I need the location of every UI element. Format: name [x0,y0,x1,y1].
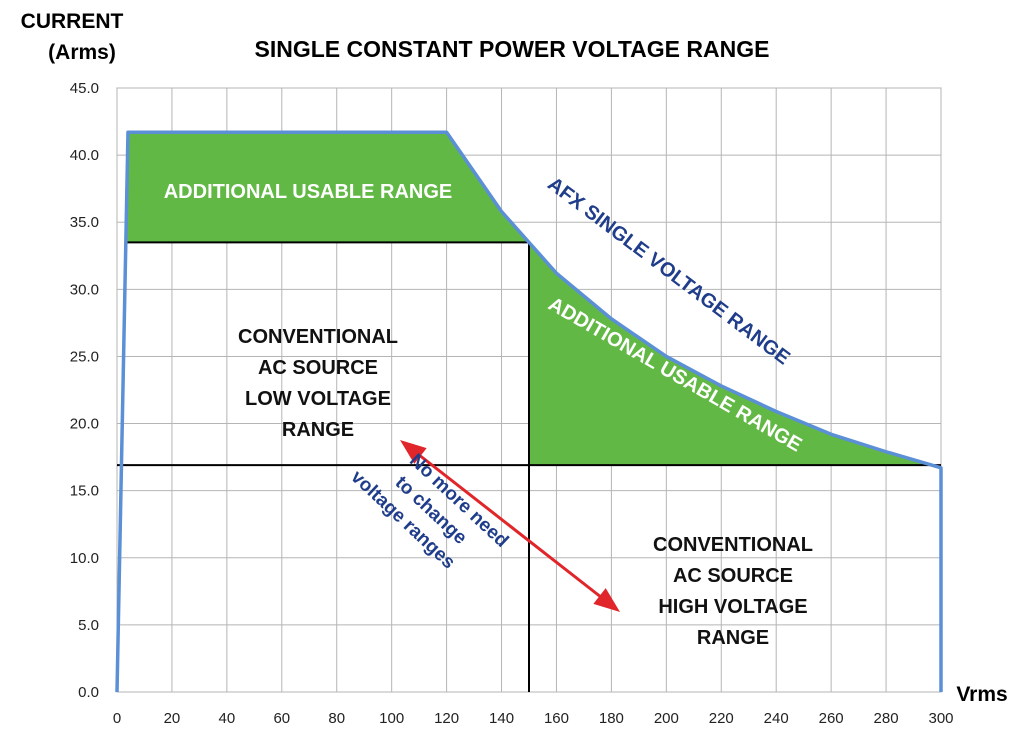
arrows [400,440,620,612]
conventional-range-lines [117,241,941,692]
low-voltage-range-label: CONVENTIONAL AC SOURCE LOW VOLTAGE RANGE [238,326,398,441]
x-tick-label: 280 [874,710,899,727]
y-tick-label: 20.0 [70,416,99,433]
x-tick-label: 160 [544,710,569,727]
y-tick-label: 35.0 [70,214,99,231]
usable-range-fill-right [529,242,941,468]
y-tick-label: 15.0 [70,483,99,500]
x-tick-label: 60 [273,710,290,727]
low-range-line-1: CONVENTIONAL [238,326,398,348]
y-tick-label: 0.0 [78,684,99,701]
x-axis-label: Vrms [956,683,1007,706]
x-tick-label: 240 [764,710,789,727]
high-voltage-range-label: CONVENTIONAL AC SOURCE HIGH VOLTAGE RANG… [653,534,813,649]
x-tick-label: 80 [328,710,345,727]
chart-title: SINGLE CONSTANT POWER VOLTAGE RANGE [255,36,770,62]
arrow-head-end [593,588,620,612]
y-tick-label: 30.0 [70,281,99,298]
additional-range-top-label: ADDITIONAL USABLE RANGE [164,181,453,203]
series-lines [115,130,943,693]
high-range-line-1: CONVENTIONAL [653,534,813,556]
high-range-line-2: AC SOURCE [673,565,793,587]
low-range-line-4: RANGE [282,419,354,441]
x-tick-label: 300 [928,710,953,727]
low-range-line-2: AC SOURCE [258,357,378,379]
high-range-line-3: HIGH VOLTAGE [658,596,807,618]
x-tick-label: 100 [379,710,404,727]
arrow-head-start [400,440,427,464]
usable-range-fills [125,132,941,468]
y-tick-label: 10.0 [70,550,99,567]
y-tick-label: 5.0 [78,617,99,634]
tick-labels: 0 20 40 60 80 100 120 140 160 180 200 220 240 260 280 3… [70,80,954,727]
x-tick-label: 260 [819,710,844,727]
y-axis-label: CURRENT [21,10,124,33]
x-tick-label: 220 [709,710,734,727]
low-range-line-3: LOW VOLTAGE [245,388,391,410]
x-tick-label: 20 [164,710,181,727]
x-tick-label: 180 [599,710,624,727]
x-tick-label: 0 [113,710,121,727]
x-tick-label: 140 [489,710,514,727]
y-tick-label: 40.0 [70,147,99,164]
x-tick-label: 200 [654,710,679,727]
afx-series-line [115,130,943,693]
y-tick-label: 45.0 [70,80,99,97]
x-tick-label: 40 [219,710,236,727]
arrow-shaft [413,449,607,603]
y-tick-label: 25.0 [70,348,99,365]
x-tick-label: 120 [434,710,459,727]
usable-range-fill-top [125,132,529,243]
high-range-line-4: RANGE [697,627,769,649]
y-axis-unit: (Arms) [48,41,116,64]
